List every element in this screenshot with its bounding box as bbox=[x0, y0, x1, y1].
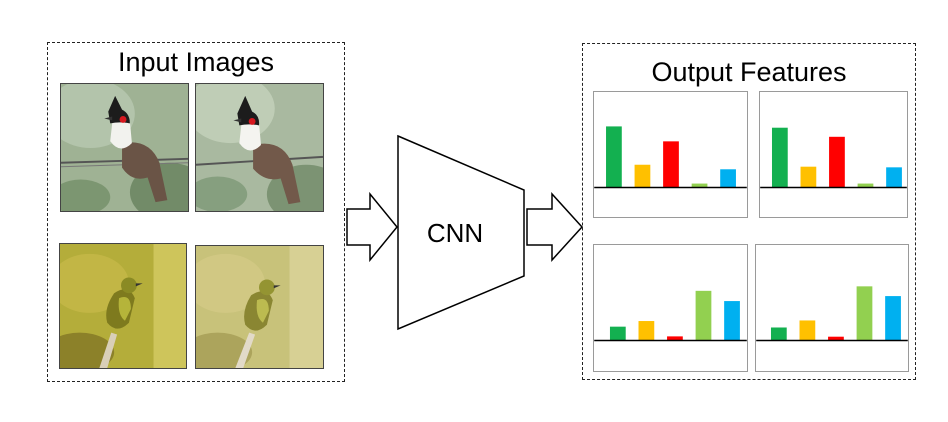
feature-bar-2 bbox=[800, 166, 817, 188]
output-features-title: Output Features bbox=[651, 57, 847, 87]
feature-chart-4-plot bbox=[756, 286, 908, 342]
feature-chart-2 bbox=[759, 91, 908, 218]
feature-chart-2-plot bbox=[760, 127, 907, 189]
input-image-olive-bird-original bbox=[59, 243, 187, 369]
feature-bar-1 bbox=[771, 127, 788, 188]
feature-bar-5 bbox=[885, 296, 901, 341]
feature-bar-5 bbox=[720, 169, 736, 188]
input-images-title: Input Images bbox=[117, 47, 275, 77]
feature-bar-3 bbox=[829, 136, 845, 188]
feature-bar-5 bbox=[886, 167, 902, 188]
feature-chart-1 bbox=[593, 91, 748, 218]
input-image-olive-bird-augmented bbox=[195, 245, 324, 369]
feature-chart-4 bbox=[755, 244, 909, 372]
cnn-block bbox=[397, 134, 525, 331]
feature-bar-5 bbox=[724, 301, 740, 341]
feature-bar-2 bbox=[634, 164, 651, 188]
cnn-label: CNN bbox=[427, 218, 483, 248]
feature-bar-2 bbox=[799, 320, 816, 341]
feature-bar-3 bbox=[828, 336, 844, 341]
feature-bar-3 bbox=[667, 336, 683, 341]
input-to-cnn-arrow bbox=[346, 191, 398, 263]
feature-bar-4 bbox=[691, 183, 708, 188]
input-image-bulbul-augmented bbox=[195, 83, 324, 212]
feature-bar-1 bbox=[770, 327, 787, 341]
feature-bar-2 bbox=[638, 321, 655, 341]
feature-bar-1 bbox=[609, 326, 626, 341]
input-images-panel: Input Images bbox=[47, 42, 345, 382]
feature-chart-3-plot bbox=[594, 290, 747, 342]
feature-bar-3 bbox=[663, 141, 679, 188]
input-image-bulbul-original bbox=[60, 83, 189, 212]
feature-chart-3 bbox=[593, 244, 748, 372]
cnn-to-output-arrow bbox=[526, 192, 584, 262]
feature-bar-4 bbox=[857, 183, 874, 188]
output-features-panel: Output Features bbox=[582, 43, 916, 380]
feature-bar-4 bbox=[856, 286, 873, 341]
feature-chart-1-plot bbox=[594, 126, 747, 189]
feature-bar-4 bbox=[695, 290, 712, 341]
feature-bar-1 bbox=[606, 126, 622, 188]
